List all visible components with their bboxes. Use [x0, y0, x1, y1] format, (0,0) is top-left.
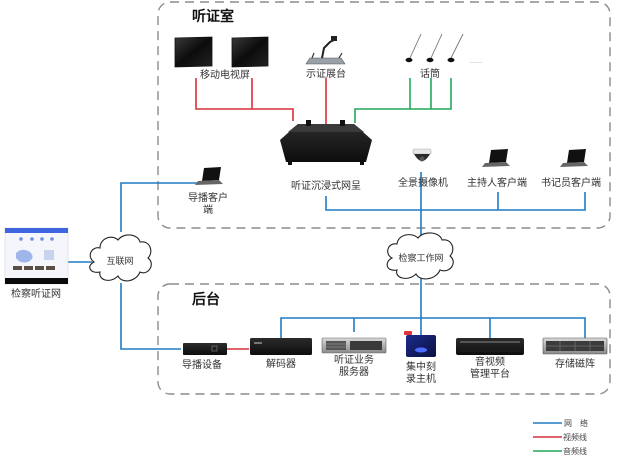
network-line-room-bus	[325, 192, 586, 211]
zone-backend: 后台	[157, 283, 611, 395]
device-box-icon	[250, 338, 312, 355]
label-hearing-server-line2: 服务器	[339, 365, 369, 378]
cloud-icon	[386, 232, 454, 280]
node-procuratorate-web[interactable]: 检察听证网	[4, 227, 69, 300]
cloud-icon	[89, 234, 152, 282]
legend-label-audio: 音频线	[563, 446, 587, 456]
label-burner-line2: 录主机	[406, 372, 436, 385]
node-tv-screens[interactable]: 移动电视屏	[174, 36, 269, 81]
node-hearing-server[interactable]: 听证业务 服务器	[321, 337, 387, 378]
microphone-icon	[405, 33, 464, 63]
device-box-icon	[183, 343, 227, 355]
node-clerk-client[interactable]: 书记员客户端	[541, 149, 601, 189]
label-broadcast-client-line2: 端	[203, 203, 213, 216]
node-panoramic-camera[interactable]: 全景摄像机	[398, 148, 448, 189]
audio-line-bus	[354, 78, 452, 123]
zone-title-backend: 后台	[192, 291, 220, 308]
label-burner-line1: 集中刻	[406, 360, 436, 373]
laptop-icon	[560, 149, 588, 167]
laptop-icon	[482, 149, 510, 167]
presenter-box-icon	[280, 120, 372, 165]
zone-hearing-room: 听证室	[157, 1, 611, 229]
network-line-broadcast-device	[120, 283, 181, 350]
label-evidence-presenter: 示证展台	[306, 67, 346, 80]
node-work-network[interactable]: 检察工作网	[386, 232, 454, 280]
node-decoder[interactable]: 解码器	[250, 338, 312, 370]
label-work-network: 检察工作网	[398, 252, 443, 264]
network-line-broadcast-client	[120, 182, 200, 232]
node-broadcast-client[interactable]: 导播客户 端	[188, 167, 228, 216]
node-av-platform[interactable]: 音视频 管理平台	[456, 338, 524, 380]
audio-lines	[354, 78, 452, 123]
node-microphones[interactable]: …… 话筒	[405, 33, 483, 80]
label-panoramic-camera: 全景摄像机	[398, 176, 448, 189]
node-storage-array[interactable]: 存储磁阵	[542, 337, 608, 370]
node-internet[interactable]: 互联网	[89, 234, 152, 282]
label-broadcast-device: 导播设备	[182, 358, 222, 371]
label-hearing-server-line1: 听证业务	[334, 353, 374, 366]
rack-server-icon	[321, 337, 387, 354]
label-broadcast-client-line1: 导播客户	[188, 191, 228, 204]
node-broadcast-device[interactable]: 导播设备	[182, 343, 227, 371]
document-camera-icon	[305, 36, 346, 65]
node-burner[interactable]: 集中刻 录主机	[404, 331, 436, 385]
node-host-client[interactable]: 主持人客户端	[467, 149, 527, 189]
label-storage-array: 存储磁阵	[555, 357, 595, 370]
disc-burner-icon	[404, 331, 436, 357]
label-av-platform-line2: 管理平台	[470, 367, 510, 380]
legend-item-video: 视频线	[533, 432, 587, 442]
dome-camera-icon	[412, 148, 432, 162]
label-clerk-client: 书记员客户端	[541, 176, 601, 189]
label-av-platform-line1: 音视频	[475, 355, 505, 368]
label-internet: 互联网	[106, 256, 133, 267]
label-host-client: 主持人客户端	[467, 176, 527, 189]
disk-array-icon	[542, 337, 608, 355]
label-tv-screens: 移动电视屏	[200, 68, 250, 81]
video-line-tv1	[195, 78, 294, 121]
microphone-ellipsis: ……	[470, 58, 482, 65]
zone-title-hearing-room: 听证室	[192, 8, 234, 25]
legend-label-network: 网 络	[564, 418, 588, 428]
label-immersive-presenter: 听证沉浸式网呈	[291, 179, 361, 192]
label-decoder: 解码器	[266, 357, 296, 370]
rack-server-icon	[456, 338, 524, 355]
monitor-icon	[174, 36, 269, 68]
legend-label-video: 视频线	[563, 432, 587, 442]
label-procuratorate-web: 检察听证网	[11, 287, 61, 300]
web-page-icon	[4, 227, 69, 285]
legend: 网 络 视频线 音频线	[533, 418, 588, 456]
legend-item-network: 网 络	[533, 418, 588, 428]
video-lines	[195, 78, 327, 350]
node-immersive-presenter[interactable]: 听证沉浸式网呈	[280, 120, 372, 192]
network-line-backend-bus	[420, 272, 586, 338]
laptop-icon	[195, 167, 223, 185]
network-line-backend-left	[280, 317, 421, 338]
network-lines	[68, 172, 586, 350]
legend-item-audio: 音频线	[533, 446, 587, 456]
label-microphones: 话筒	[420, 67, 440, 80]
node-evidence-presenter[interactable]: 示证展台	[305, 36, 346, 80]
